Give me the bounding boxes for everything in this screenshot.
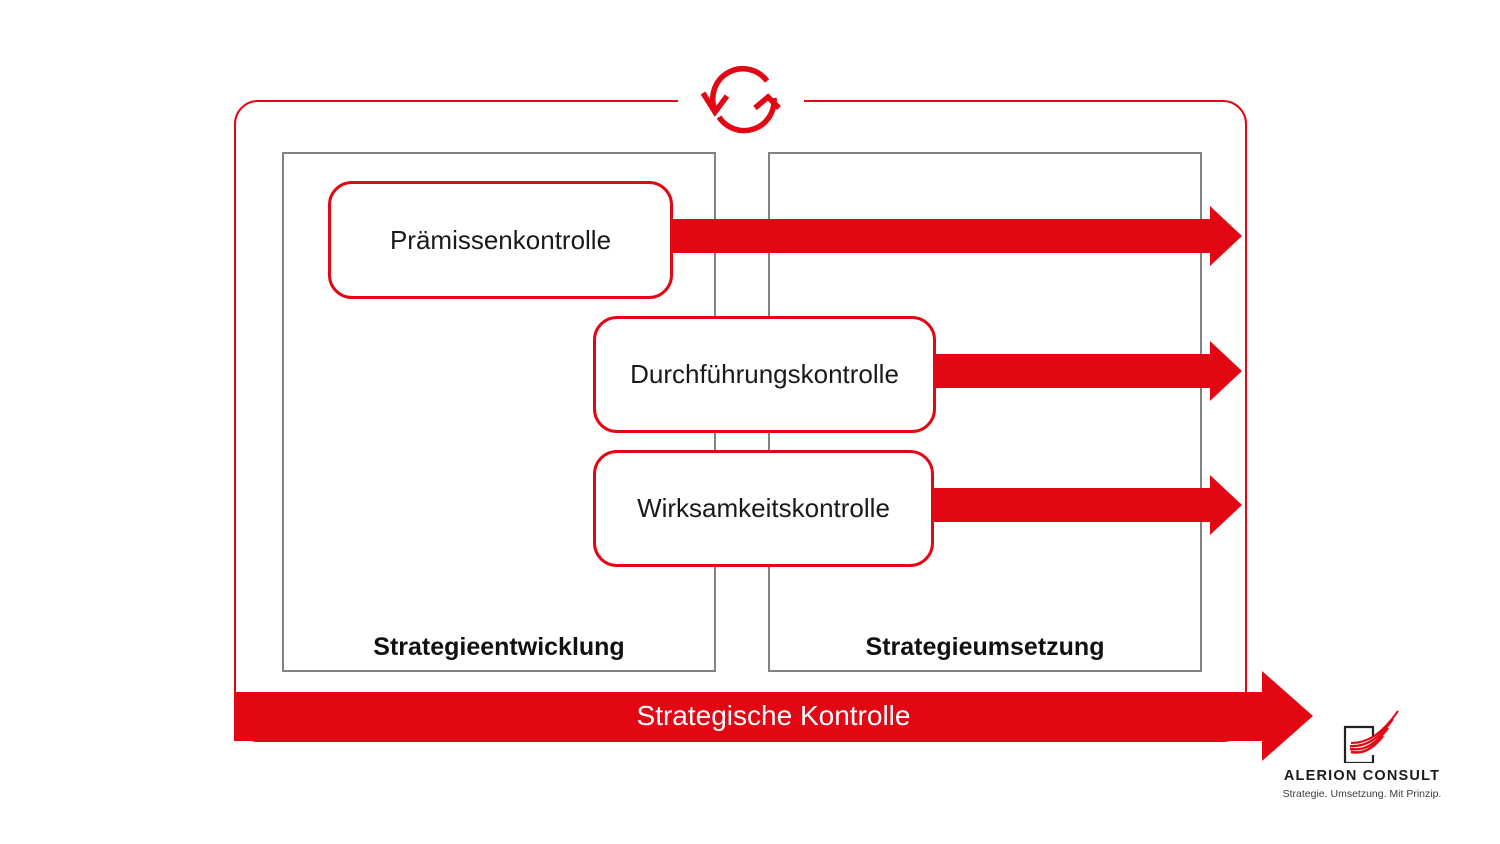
arrow-strategische-kontrolle: Strategische Kontrolle [234,671,1313,761]
control-box-praemissenkontrolle: Prämissenkontrolle [328,181,673,299]
arrow-head-icon [1210,341,1242,401]
arrow-band [234,692,1262,741]
logo-tagline: Strategie. Umsetzung. Mit Prinzip. [1282,788,1442,800]
arrow-head-icon [1210,206,1242,266]
cycle-arrows-icon [700,66,781,134]
arrow-head-icon [1210,475,1242,535]
control-box-wirksamkeitskontrolle: Wirksamkeitskontrolle [593,450,934,567]
arrow-head-icon [1262,671,1313,761]
control-box-label: Durchführungskontrolle [630,359,899,389]
control-box-label: Wirksamkeitskontrolle [637,493,890,523]
alerion-logo-icon [1343,710,1399,763]
control-box-label: Prämissenkontrolle [389,224,612,255]
bottom-arrow-label: Strategische Kontrolle [636,700,911,731]
control-box-durchfuehrungskontrolle: Durchführungskontrolle [593,316,936,433]
logo-company-name: ALERION CONSULT [1283,768,1441,784]
phase-label-strategieumsetzung: Strategieumsetzung [865,633,1105,661]
alerion-logo-text: ALERION CONSULT Strategie. Umsetzung. Mi… [1272,768,1452,800]
phase-label-strategieentwicklung: Strategieentwicklung [373,633,625,661]
